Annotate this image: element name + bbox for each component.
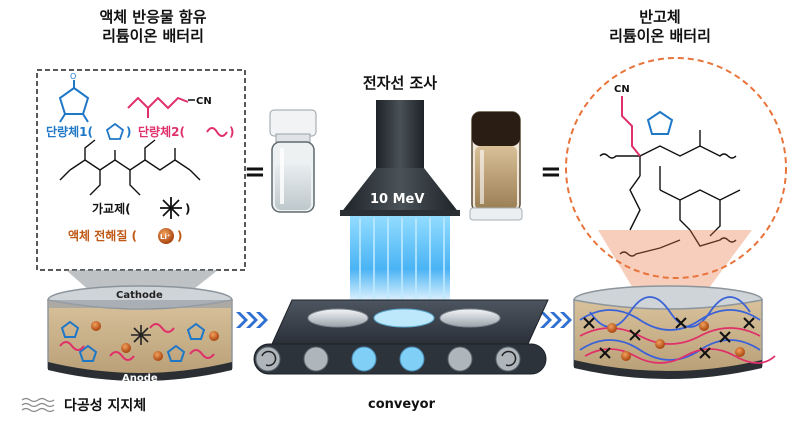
monomer1-label: 단량체1( [46,124,93,139]
crosslinker-close-paren: ) [185,202,190,216]
crosslinker-star-icon [160,197,182,219]
liquid-vial [269,109,317,213]
right-title-line1: 반고체 [639,8,681,26]
cathode-label: Cathode [116,290,163,301]
left-title-line1: 액체 반응물 함유 [99,8,207,26]
monomer2-structure [127,96,189,118]
monomer1-pentagon-icon [105,122,125,140]
legend-label: 다공성 지지체 [64,398,146,414]
right-polymer-structure [599,130,741,257]
left-dish-contents [59,320,219,362]
electron-beam-horn [340,100,460,216]
li-ion-icon [158,228,174,244]
chevron-left-to-belt-icon [236,312,268,328]
cn-label: CN [196,96,212,107]
crosslinker-structure [59,139,201,196]
left-title-line2: 리튬이온 배터리 [102,27,204,45]
conveyor-rollers [255,346,521,372]
equals-left: = [244,157,266,187]
equals-right: = [540,157,562,187]
monomer1-o1: O [70,72,76,81]
monomer2-label: 단량체2( [138,124,185,139]
conveyor-label: conveyor [368,397,436,412]
monomer2-wave-icon [206,127,228,137]
left-title: 액체 반응물 함유 리튬이온 배터리 [48,8,258,46]
right-title-line2: 리튬이온 배터리 [609,27,711,45]
anode-label: Anode [122,373,158,384]
chevron-belt-to-right-icon [540,312,572,328]
right-dish-network [579,296,776,364]
monomer2-close-paren: ) [229,125,234,139]
gel-vial [469,111,523,221]
monomer1-structure [58,80,90,123]
right-zoom-cone [598,230,752,300]
right-title: 반고체 리튬이온 배터리 [590,8,730,46]
right-battery-dish [573,285,763,379]
right-monomer2-chain [621,96,641,157]
monomer1-close-paren: ) [126,125,131,139]
coin-cells [307,308,501,328]
center-title: 전자선 조사 [362,74,438,92]
electrolyte-close-paren: ) [177,229,182,243]
porous-support-legend-icon [21,397,55,413]
right-monomer1-ring [646,110,674,135]
electron-beam-rays [350,216,450,304]
li-ion-icon-text: Li⁺ [160,233,171,241]
crosslinker-label: 가교제( [92,201,131,216]
right-cn-label: CN [614,84,630,95]
beam-energy-label: 10 MeV [370,192,424,207]
electrolyte-label: 액체 전해질 ( [68,228,137,243]
